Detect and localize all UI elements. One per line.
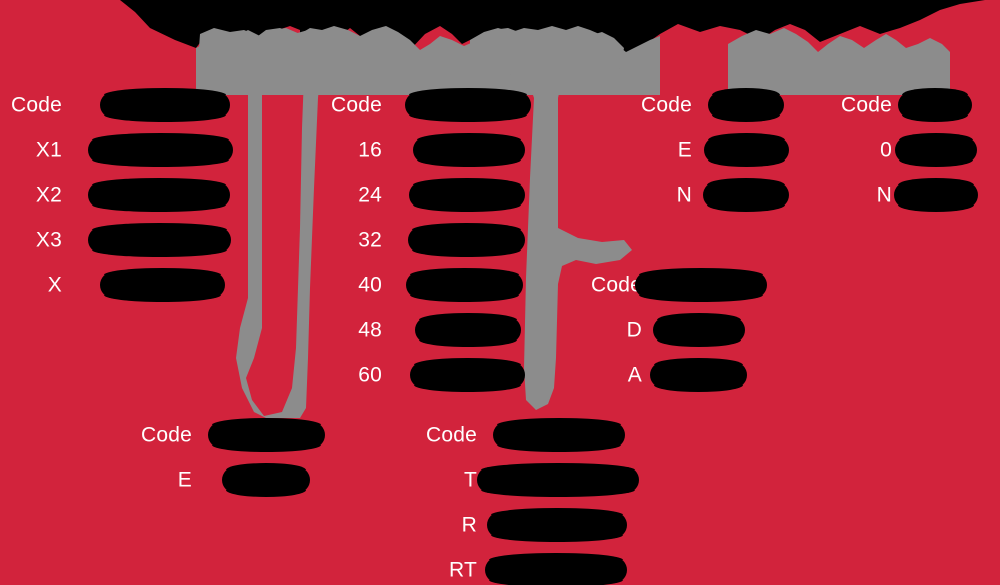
redaction-bar — [100, 87, 230, 122]
table-row: 40 — [320, 262, 550, 307]
redaction-bar — [405, 87, 531, 122]
redaction-bar — [406, 267, 523, 302]
redaction-bar — [708, 87, 784, 122]
table-row: X2 — [0, 172, 250, 217]
table-row: N — [630, 172, 820, 217]
table-row: E — [130, 457, 360, 502]
row-label: Code — [640, 93, 692, 116]
redaction-bar — [88, 132, 233, 167]
row-label: D — [626, 318, 642, 341]
redaction-bar — [703, 177, 789, 212]
row-label: X1 — [35, 138, 62, 161]
redaction-bar — [410, 357, 525, 392]
row-label: E — [677, 138, 692, 161]
table-row: 0 — [830, 127, 1000, 172]
redaction-bar — [898, 87, 972, 122]
row-label: T — [463, 468, 477, 491]
table-row: E — [630, 127, 820, 172]
redaction-bar — [895, 132, 977, 167]
row-label: Code — [425, 423, 477, 446]
table-row: 60 — [320, 352, 550, 397]
redaction-bar — [704, 132, 789, 167]
redaction-bar — [100, 267, 225, 302]
table-row: X1 — [0, 127, 250, 172]
row-label: X2 — [35, 183, 62, 206]
table-row: 48 — [320, 307, 550, 352]
table-row: Code — [0, 82, 250, 127]
table-row: 16 — [320, 127, 550, 172]
redaction-bar — [415, 312, 521, 347]
row-label: 0 — [880, 138, 892, 161]
row-label: 48 — [358, 318, 382, 341]
table-row: X3 — [0, 217, 250, 262]
gray-occlusion-shape-3 — [728, 28, 950, 95]
table-row: Code — [130, 412, 360, 457]
code-group-size: Code 16 24 32 40 48 60 — [320, 82, 550, 397]
row-label: 40 — [358, 273, 382, 296]
table-row: N — [830, 172, 1000, 217]
table-row: Code — [415, 412, 675, 457]
row-label: N — [876, 183, 892, 206]
table-row: RT — [415, 547, 675, 585]
row-label: X — [47, 273, 62, 296]
row-label: A — [627, 363, 642, 386]
redaction-bar — [409, 177, 525, 212]
table-row: Code — [830, 82, 1000, 127]
redaction-bar — [477, 462, 639, 497]
redaction-bar — [650, 357, 747, 392]
row-label: Code — [590, 273, 642, 296]
redaction-bar — [208, 417, 325, 452]
row-label: 24 — [358, 183, 382, 206]
row-label: X3 — [35, 228, 62, 251]
gray-strip-left — [196, 28, 326, 418]
redaction-bar — [408, 222, 525, 257]
gray-strip-right — [492, 28, 652, 410]
redaction-bar — [485, 552, 627, 585]
table-row: T — [415, 457, 675, 502]
redaction-bar — [635, 267, 767, 302]
table-row: R — [415, 502, 675, 547]
table-row: D — [580, 307, 810, 352]
redaction-bar — [487, 507, 627, 542]
table-row: Code — [580, 262, 810, 307]
redaction-bar — [653, 312, 745, 347]
table-row: 24 — [320, 172, 550, 217]
row-label: RT — [448, 558, 477, 581]
redaction-bar — [894, 177, 978, 212]
redaction-bar — [222, 462, 310, 497]
table-row: A — [580, 352, 810, 397]
row-label: R — [461, 513, 477, 536]
row-label: 60 — [358, 363, 382, 386]
table-row: X — [0, 262, 250, 307]
row-label: 16 — [358, 138, 382, 161]
redaction-bar — [88, 222, 231, 257]
row-label: N — [676, 183, 692, 206]
row-label: E — [177, 468, 192, 491]
redaction-bar — [493, 417, 625, 452]
row-label: Code — [840, 93, 892, 116]
table-row: Code — [630, 82, 820, 127]
row-label: Code — [330, 93, 382, 116]
redaction-bar — [88, 177, 230, 212]
table-row: Code — [320, 82, 550, 127]
redaction-bar — [413, 132, 525, 167]
row-label: Code — [10, 93, 62, 116]
table-row: 32 — [320, 217, 550, 262]
row-label: 32 — [358, 228, 382, 251]
row-label: Code — [140, 423, 192, 446]
